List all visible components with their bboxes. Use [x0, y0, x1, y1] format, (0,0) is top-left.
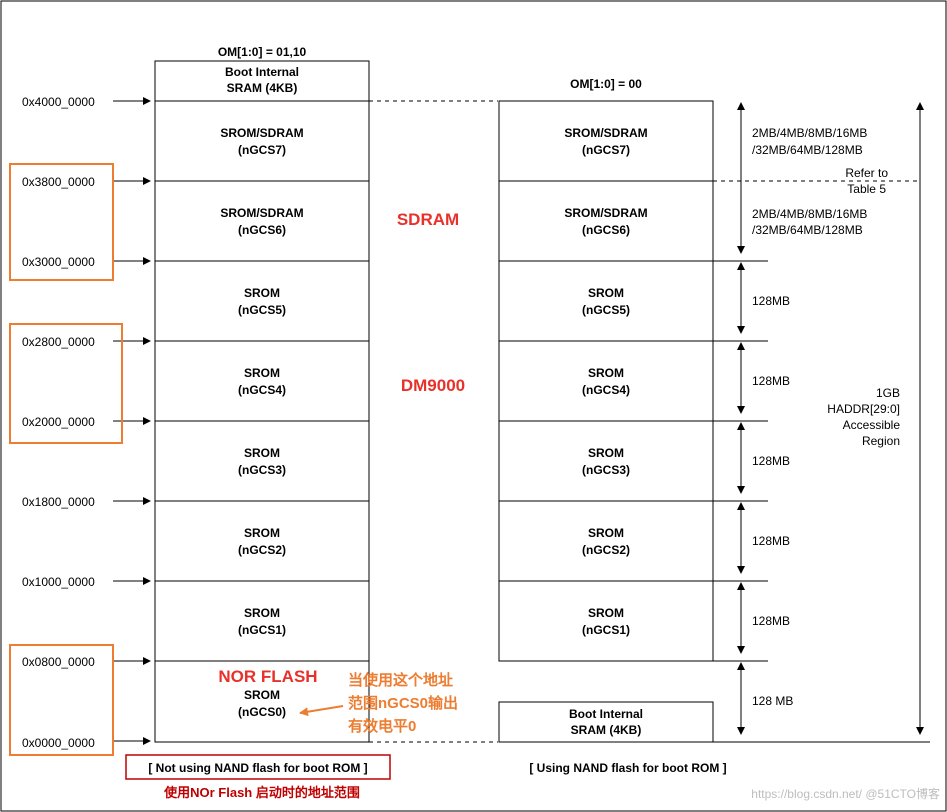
sdram-annotation: SDRAM	[397, 210, 459, 229]
refer-table-line2: Table 5	[847, 182, 886, 196]
left-bank1-name: SROM	[244, 606, 280, 620]
ngcs0-note-line3: 有效电平0	[348, 717, 416, 735]
left-bank4-name: SROM	[244, 366, 280, 380]
left-boot-sram-line2: SRAM (4KB)	[227, 81, 298, 95]
right-bank6-cs: (nGCS6)	[582, 223, 630, 237]
left-bank6-cs: (nGCS6)	[238, 223, 286, 237]
right-boot-sram-line2: SRAM (4KB)	[571, 723, 642, 737]
address-label: 0x1800_0000	[22, 495, 95, 509]
left-bank3-name: SROM	[244, 446, 280, 460]
region-word: Region	[862, 434, 900, 448]
size-labels: 2MB/4MB/8MB/16MB /32MB/64MB/128MB Refer …	[752, 126, 888, 708]
bank7-size-line2: /32MB/64MB/128MB	[752, 143, 863, 157]
region-accessible: Accessible	[843, 418, 901, 432]
left-column-header: OM[1:0] = 01,10	[218, 45, 307, 59]
right-boot-sram-box	[498, 701, 714, 743]
ngcs0-note-line1: 当使用这个地址	[348, 671, 453, 689]
address-label: 0x2800_0000	[22, 335, 95, 349]
right-bank3-name: SROM	[588, 446, 624, 460]
bank2-size: 128MB	[752, 534, 790, 548]
bank4-size: 128MB	[752, 374, 790, 388]
bank0-size: 128 MB	[752, 694, 793, 708]
right-boot-sram-line1: Boot Internal	[569, 707, 643, 721]
left-column-outline	[154, 60, 370, 743]
right-bank3-cs: (nGCS3)	[582, 463, 630, 477]
footer-left-caption: [ Not using NAND flash for boot ROM ]	[148, 761, 367, 775]
dashed-connectors	[369, 100, 920, 743]
watermark: https://blog.csdn.net/ @51CTO博客	[751, 786, 940, 801]
right-memory-column: SROM/SDRAM (nGCS7) SROM/SDRAM (nGCS6) SR…	[498, 100, 930, 743]
right-bank7-cs: (nGCS7)	[582, 143, 630, 157]
left-bank3-cs: (nGCS3)	[238, 463, 286, 477]
dm9000-annotation: DM9000	[401, 376, 465, 395]
address-highlight-boxes	[9, 163, 123, 756]
highlight-box-nGCS4	[9, 323, 123, 444]
bank5-size: 128MB	[752, 294, 790, 308]
bank1-size: 128MB	[752, 614, 790, 628]
bank6-size-line1: 2MB/4MB/8MB/16MB	[752, 207, 867, 221]
left-bank0-name: SROM	[244, 688, 280, 702]
left-bank4-cs: (nGCS4)	[238, 383, 286, 397]
highlight-box-nGCS6	[9, 163, 114, 281]
region-size: 1GB	[876, 386, 900, 400]
footer-right-caption: [ Using NAND flash for boot ROM ]	[529, 761, 726, 775]
right-bank1-cs: (nGCS1)	[582, 623, 630, 637]
highlight-box-nGCS0	[9, 644, 114, 756]
left-bank2-cs: (nGCS2)	[238, 543, 286, 557]
address-label: 0x1000_0000	[22, 575, 95, 589]
right-column-header: OM[1:0] = 00	[570, 77, 642, 91]
address-labels: 0x4000_0000 0x3800_0000 0x3000_0000 0x28…	[22, 95, 151, 750]
left-boot-sram-line1: Boot Internal	[225, 65, 299, 79]
left-bank7-cs: (nGCS7)	[238, 143, 286, 157]
right-bank7-name: SROM/SDRAM	[564, 126, 647, 140]
ngcs0-note-line2: 范围nGCS0输出	[348, 694, 458, 712]
footer: [ Not using NAND flash for boot ROM ] [ …	[125, 754, 940, 801]
right-column-outline	[498, 100, 714, 662]
left-bank5-cs: (nGCS5)	[238, 303, 286, 317]
address-label: 0x0000_0000	[22, 736, 95, 750]
left-bank5-name: SROM	[244, 286, 280, 300]
bank3-size: 128MB	[752, 454, 790, 468]
address-label: 0x4000_0000	[22, 95, 95, 109]
address-label: 0x3800_0000	[22, 175, 95, 189]
right-bank1-name: SROM	[588, 606, 624, 620]
right-bank2-cs: (nGCS2)	[582, 543, 630, 557]
footer-chinese-caption: 使用NOr Flash 启动时的地址范围	[163, 785, 360, 800]
right-bank4-cs: (nGCS4)	[582, 383, 630, 397]
ngcs0-note-arrow	[299, 705, 344, 717]
right-bank5-name: SROM	[588, 286, 624, 300]
bank-size-arrows	[737, 102, 924, 735]
left-bank7-name: SROM/SDRAM	[220, 126, 303, 140]
nor-flash-annotation: NOR FLASH	[218, 667, 317, 686]
left-bank2-name: SROM	[244, 526, 280, 540]
right-bank6-name: SROM/SDRAM	[564, 206, 647, 220]
address-label: 0x3000_0000	[22, 255, 95, 269]
left-bank0-cs: (nGCS0)	[238, 705, 286, 719]
left-bank1-cs: (nGCS1)	[238, 623, 286, 637]
left-memory-column: Boot Internal SRAM (4KB) SROM/SDRAM (nGC…	[154, 60, 370, 743]
accessible-region-label: 1GB HADDR[29:0] Accessible Region	[810, 380, 906, 456]
region-haddr: HADDR[29:0]	[827, 402, 900, 416]
left-bank6-name: SROM/SDRAM	[220, 206, 303, 220]
annotations: SDRAM DM9000 NOR FLASH 当使用这个地址 范围nGCS0输出…	[218, 210, 465, 735]
region-label-background	[810, 380, 906, 456]
bank6-size-line2: /32MB/64MB/128MB	[752, 223, 863, 237]
address-label: 0x0800_0000	[22, 655, 95, 669]
address-label: 0x2000_0000	[22, 415, 95, 429]
bank7-size-line1: 2MB/4MB/8MB/16MB	[752, 126, 867, 140]
refer-table-line1: Refer to	[845, 166, 888, 180]
right-bank4-name: SROM	[588, 366, 624, 380]
footer-left-box	[125, 754, 391, 780]
right-bank5-cs: (nGCS5)	[582, 303, 630, 317]
right-bank2-name: SROM	[588, 526, 624, 540]
